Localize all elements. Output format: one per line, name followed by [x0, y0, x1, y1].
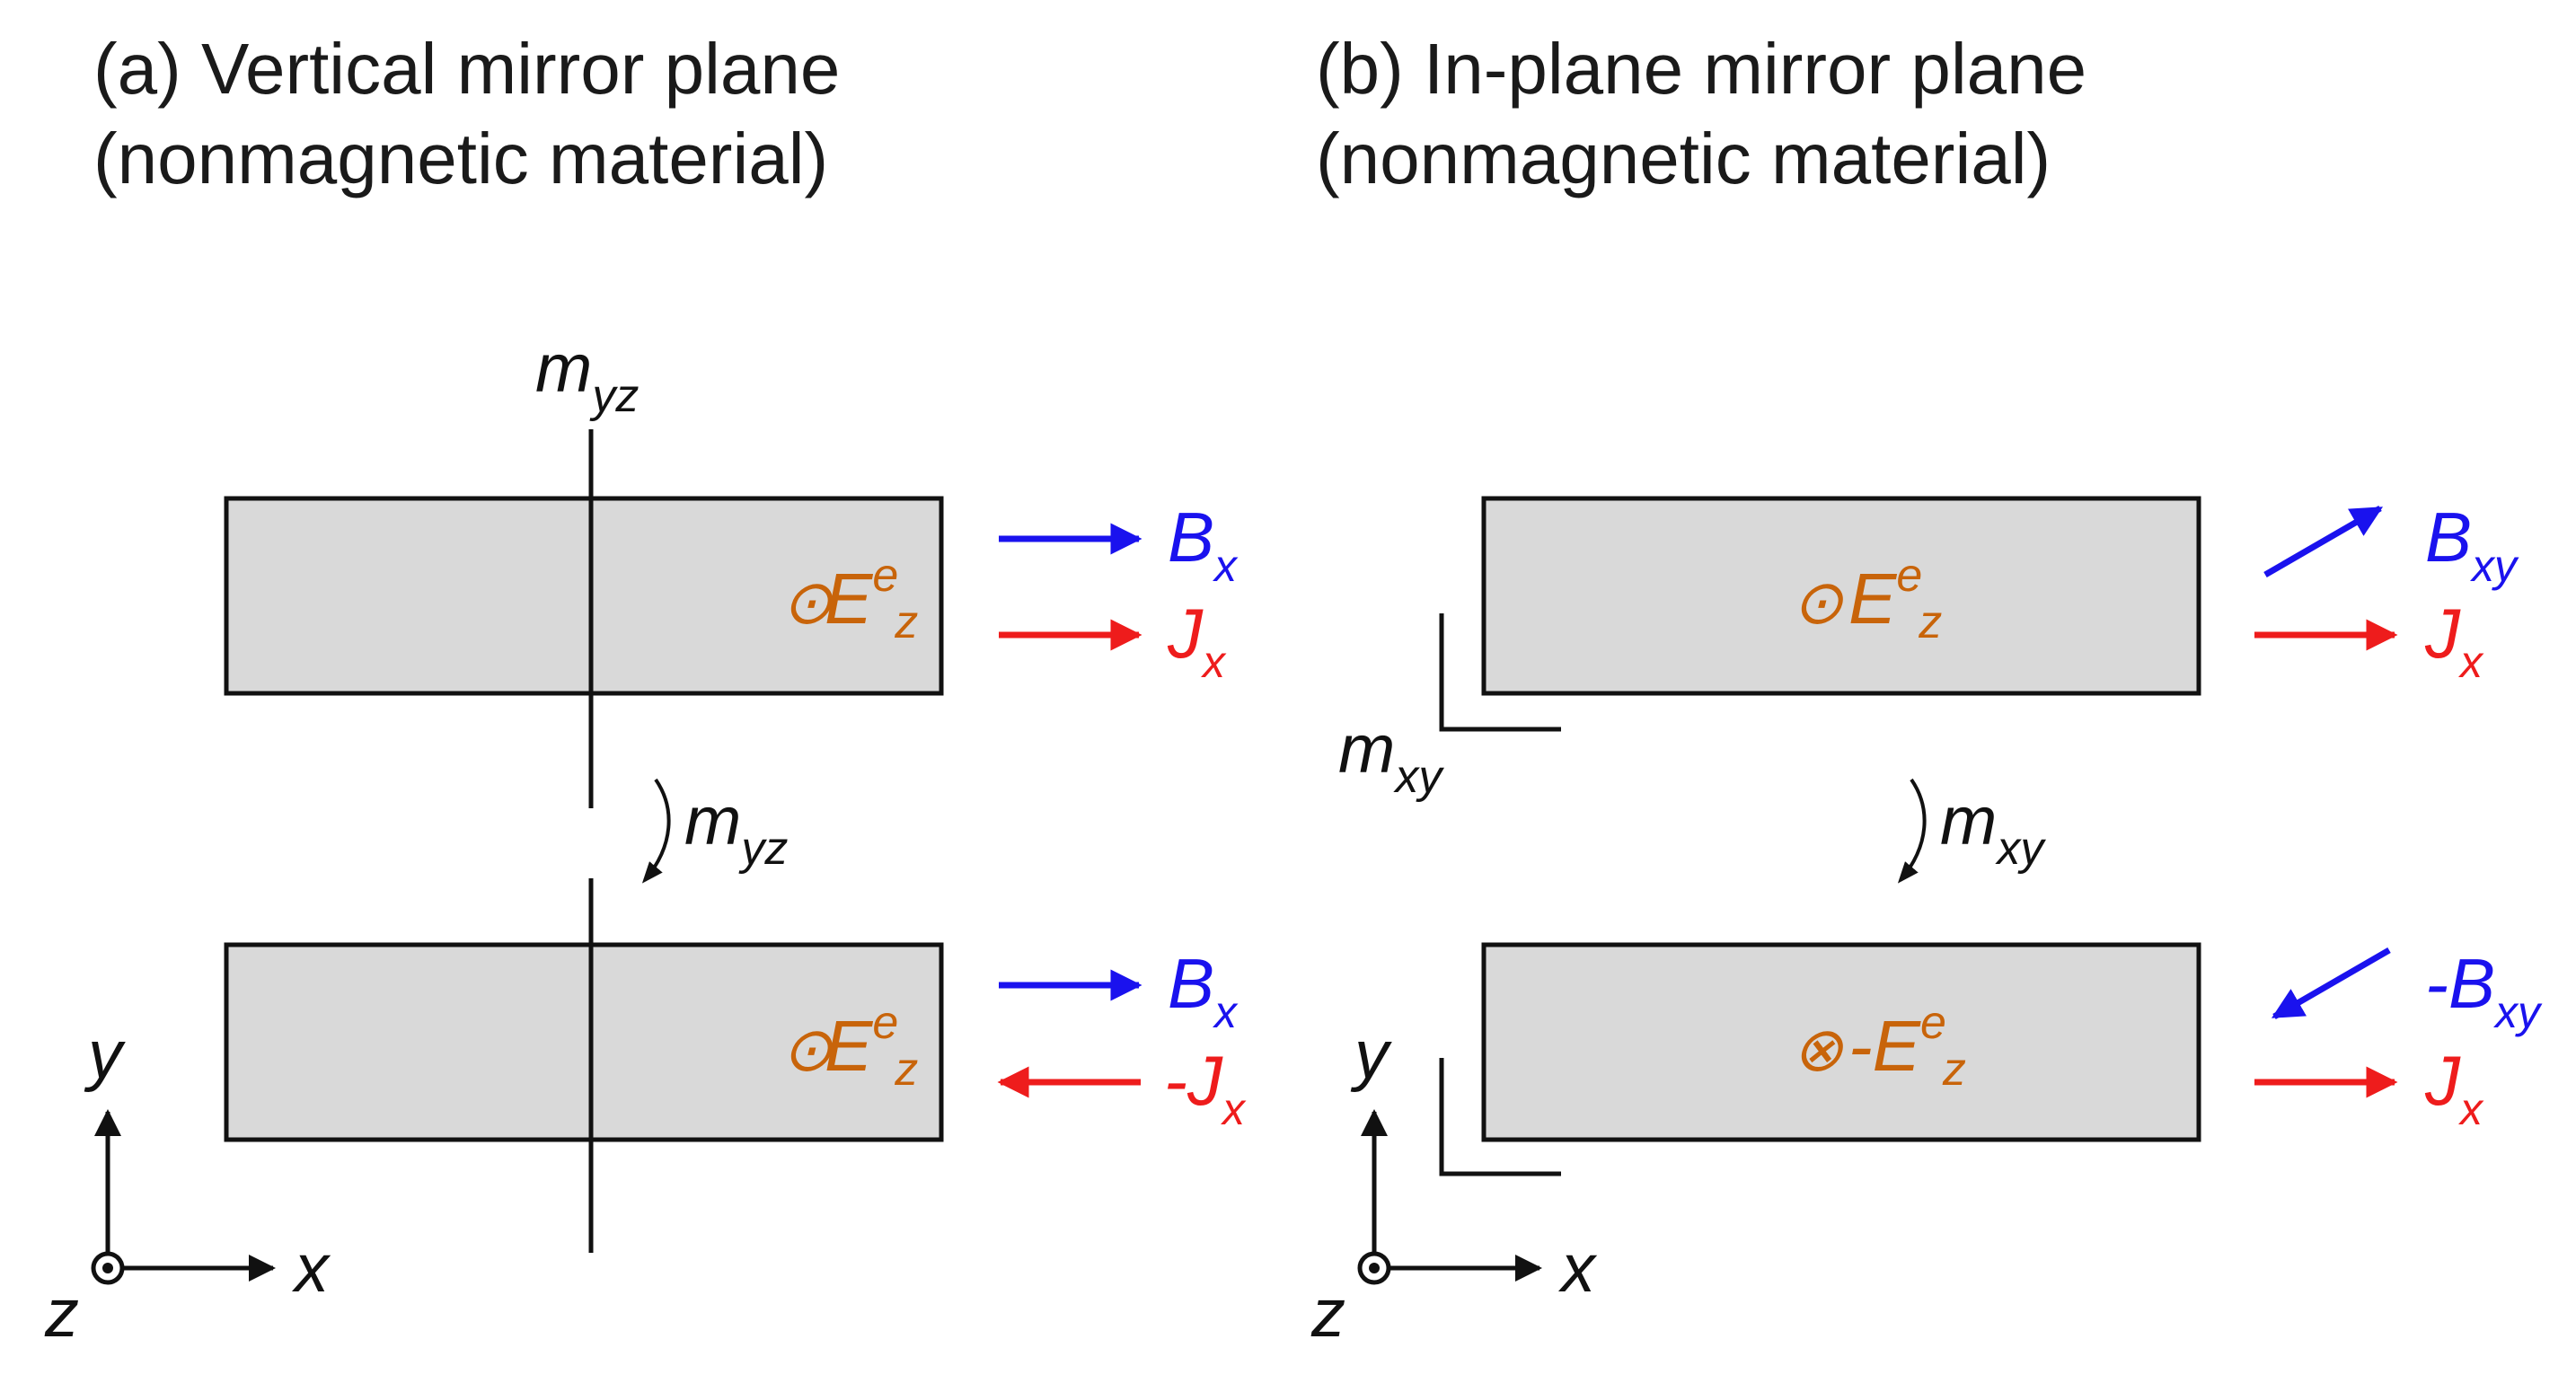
x-axis-label-a: x [291, 1230, 331, 1307]
panel-b: (b) In-plane mirror plane (nonmagnetic m… [1310, 29, 2543, 1352]
axes-a: y x z [44, 1017, 331, 1352]
z-axis-center-b [1369, 1263, 1380, 1273]
b-label-top-a: Bx [1168, 498, 1239, 591]
mirror-op-label-b: mxy [1940, 783, 2046, 875]
panel-a: (a) Vertical mirror plane (nonmagnetic m… [44, 29, 1247, 1352]
field-out-icon: ⊙ [781, 568, 834, 637]
b-label-top-b: Bxy [2425, 498, 2519, 591]
j-label-top-a: Jx [1167, 594, 1227, 687]
b-label-bottom-a: Bx [1168, 944, 1239, 1037]
axes-b: y x z [1310, 1017, 1598, 1352]
slab-bottom-a [224, 942, 944, 1142]
panel-a-title-line2: (nonmagnetic material) [93, 119, 828, 198]
z-axis-label-a: z [44, 1275, 79, 1352]
z-axis-center-a [102, 1263, 113, 1273]
j-label-bottom-b: Jx [2424, 1041, 2484, 1134]
panel-a-title-line1: (a) Vertical mirror plane [93, 29, 840, 109]
j-label-bottom-a: -Jx [1164, 1041, 1247, 1134]
slab-bottom-b [1481, 942, 2201, 1142]
mirror-xy-corner-bottom [1439, 1058, 1561, 1176]
mirror-yz-label: myz [535, 330, 639, 422]
slab-top-b [1481, 496, 2201, 696]
b-label-bottom-b: -Bxy [2425, 944, 2543, 1037]
mirror-xy-corner-top [1439, 613, 1561, 732]
slab-top-a [224, 496, 944, 696]
field-in-icon: ⊗ [1792, 1016, 1844, 1084]
field-out-icon: ⊙ [1792, 568, 1844, 637]
panel-b-title-line2: (nonmagnetic material) [1316, 119, 2051, 198]
b-arrow-top-b [2263, 505, 2384, 578]
panel-b-title-line1: (b) In-plane mirror plane [1316, 29, 2086, 109]
mirror-op-label-a: myz [684, 783, 788, 875]
z-axis-label-b: z [1310, 1275, 1345, 1352]
mirror-operation-arrow-b [1897, 778, 1927, 884]
mirror-operation-arrow-a [641, 778, 671, 884]
y-axis-label-b: y [1350, 1017, 1392, 1093]
j-label-top-b: Jx [2424, 594, 2484, 687]
mirror-xy-label: mxy [1338, 711, 1444, 803]
y-axis-label-a: y [84, 1017, 126, 1093]
field-out-icon: ⊙ [781, 1016, 834, 1084]
b-arrow-bottom-b [2271, 947, 2391, 1020]
x-axis-label-b: x [1557, 1230, 1598, 1307]
